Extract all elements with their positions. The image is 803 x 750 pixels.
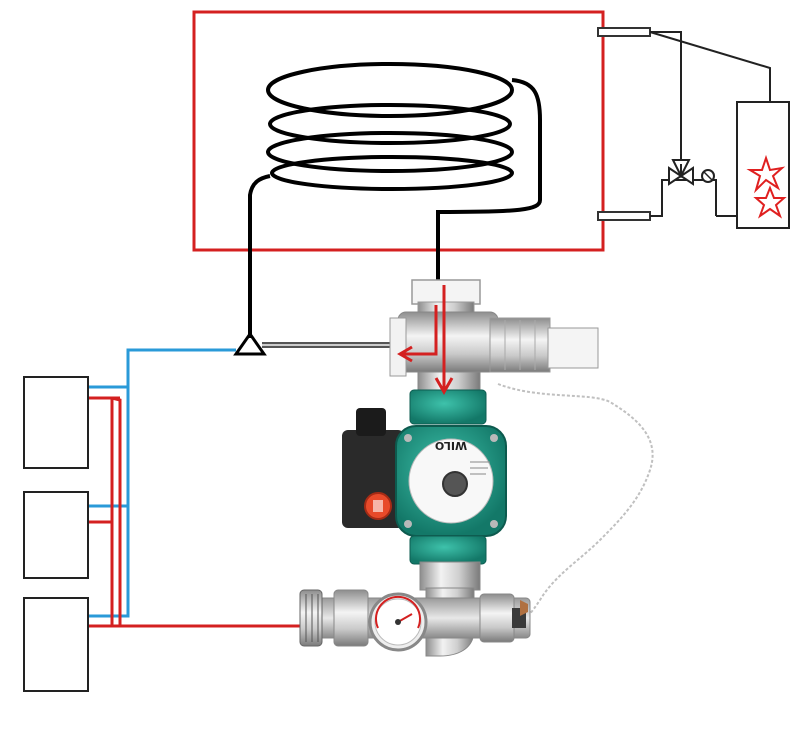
radiator-2	[23, 491, 89, 579]
tank-coil	[248, 62, 542, 250]
pump-group: WILO	[299, 279, 654, 657]
inlet-nut	[411, 279, 481, 305]
boiler-loop	[649, 31, 771, 217]
radiator-1	[23, 376, 89, 469]
pump-center-plug	[442, 471, 468, 497]
three-way-valve	[668, 159, 715, 186]
thermometer-gauge-icon	[368, 592, 428, 652]
storage-tank	[192, 10, 605, 252]
hot-lines	[88, 396, 300, 628]
tank-socket-top	[597, 27, 651, 37]
flame-icon	[746, 154, 787, 219]
flow-arrow-left	[402, 305, 438, 356]
cold-lines	[88, 348, 236, 618]
tank-socket-bottom	[597, 211, 651, 221]
radiator-3	[23, 597, 89, 692]
capillary-sensor	[497, 383, 654, 621]
mixing-valve-body	[397, 311, 499, 373]
flow-arrows	[397, 285, 454, 396]
pump-brand-label: WILO	[435, 439, 467, 452]
triangle-tee-icon	[233, 331, 267, 356]
